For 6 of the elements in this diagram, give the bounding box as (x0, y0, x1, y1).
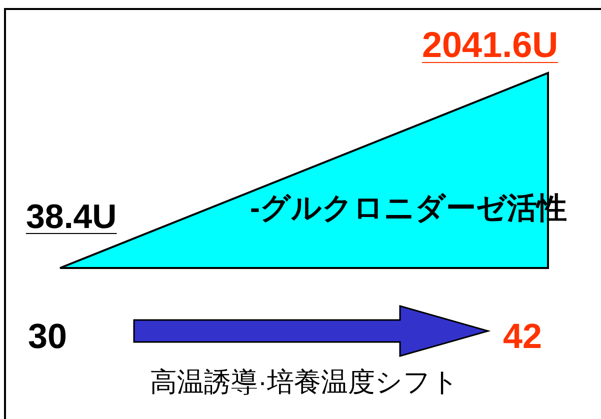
edge-label: 高温誘導·培養温度シフト (150, 366, 459, 398)
temperature-value: 42 (488, 316, 558, 356)
value-label: 38.4U (26, 200, 117, 234)
value-label: 2041.6U (422, 27, 558, 63)
block-arrow (133, 305, 491, 357)
temperature-value: 30 (28, 316, 134, 356)
